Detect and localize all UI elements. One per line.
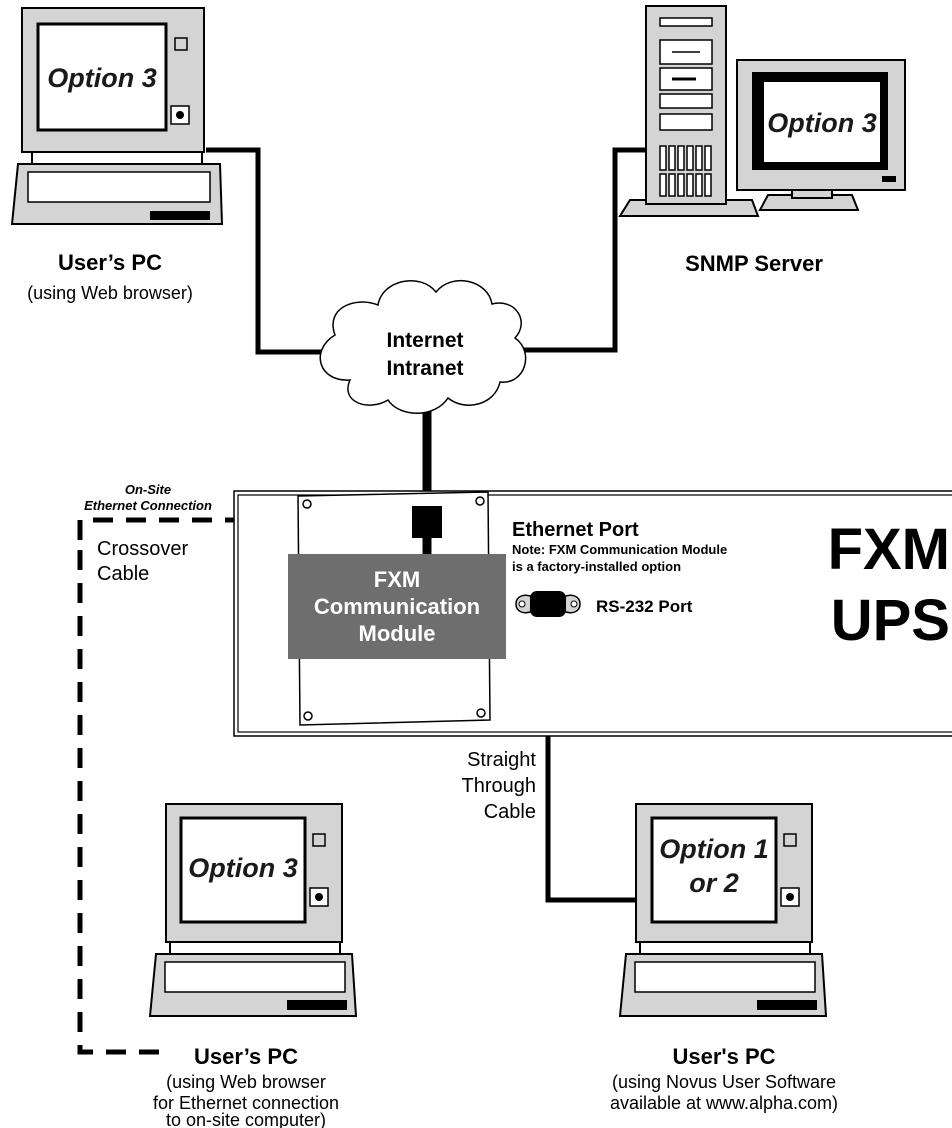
onsite-label-line1: On-Site [125,482,171,497]
note-line2: is a factory-installed option [512,559,681,574]
straight-label-line1: Straight [467,749,536,771]
ups-label-fxm: FXM [828,517,950,582]
pc-top-left-title: User’s PC [58,250,162,275]
note-line1: Note: FXM Communication Module [512,542,727,557]
pc-top-left-subtitle: (using Web browser) [27,283,193,303]
pc-bottom-right-sub1: (using Novus User Software [612,1072,836,1092]
pc-bottom-left-title: User’s PC [194,1044,298,1069]
ethernet-port-label: Ethernet Port [512,519,639,541]
straight-label-line2: Through [462,775,537,797]
cloud-icon [319,279,527,414]
ups-label-ups: UPS [831,588,950,653]
pc-bottom-left-sub3: to on-site computer) [166,1110,326,1128]
server-to-cloud-line [510,147,655,353]
pc-bottom-right-screen-line1: Option 1 [659,834,769,864]
straight-label-line3: Cable [484,801,536,823]
pc-bottom-left-screen-text: Option 3 [188,853,298,883]
rs232-connector-icon [515,591,581,617]
pc-to-cloud-line [206,147,330,355]
rs232-port-label: RS-232 Port [596,597,693,616]
pc-top-left-screen-text: Option 3 [47,63,157,93]
snmp-server-title: SNMP Server [685,251,823,276]
cloud-label-line1: Internet [386,329,463,352]
module-label-line2: Communication [314,594,480,619]
server-tower-icon [618,5,760,217]
fxm-communication-module [288,554,506,659]
crossover-label-line1: Crossover [97,538,188,560]
pc-bottom-left-sub1: (using Web browser [166,1072,326,1092]
module-label-line3: Module [359,621,436,646]
pc-bottom-left-sub2: for Ethernet connection [153,1093,339,1113]
server-screen-text: Option 3 [767,108,877,138]
laptop-bottom-right-icon [618,803,828,1017]
server-monitor-icon [736,59,906,211]
onsite-label-line2: Ethernet Connection [84,498,212,513]
pc-bottom-right-title: User's PC [672,1044,775,1069]
laptop-top-left-icon [10,7,224,225]
laptop-bottom-left-icon [148,803,358,1017]
cloud-label-line2: Intranet [386,357,463,380]
pc-bottom-right-screen-line2: or 2 [689,868,739,898]
pc-bottom-right-sub2: available at www.alpha.com) [610,1093,838,1113]
crossover-label-line2: Cable [97,563,149,585]
module-label-line1: FXM [374,567,420,592]
ethernet-port-jack [412,506,442,538]
